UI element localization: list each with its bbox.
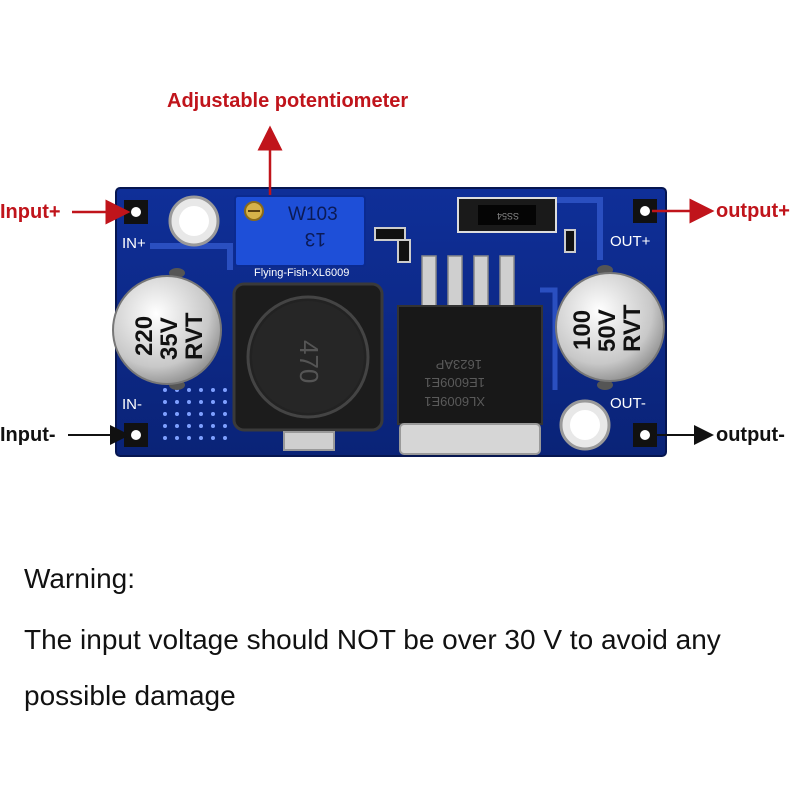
via-dot bbox=[199, 424, 203, 428]
cap-left-line2: 35V bbox=[156, 317, 183, 360]
warning-title: Warning: bbox=[24, 563, 136, 594]
product-photo: IN+ IN- OUT+ OUT- W103 13 Flying-Fish-XL… bbox=[0, 90, 790, 457]
via-dot bbox=[187, 388, 191, 392]
via-dot bbox=[211, 436, 215, 440]
via-dot bbox=[223, 412, 227, 416]
inductor-marking: 470 bbox=[294, 340, 324, 383]
capacitor-left: 220 35V RVT bbox=[112, 268, 222, 390]
label-output-plus: output+ bbox=[716, 200, 790, 222]
via-dot bbox=[163, 436, 167, 440]
diode: SS54 bbox=[457, 197, 557, 233]
silk-in-plus: IN+ bbox=[122, 235, 146, 252]
via-dot bbox=[199, 400, 203, 404]
label-input-plus: Input+ bbox=[0, 201, 61, 223]
pot-marking-bottom: 13 bbox=[305, 228, 326, 249]
label-input-minus: Input- bbox=[0, 424, 56, 446]
board-name: Flying-Fish-XL6009 bbox=[254, 267, 349, 279]
ic-marking-line2: 1E6009E1 bbox=[424, 375, 485, 390]
capacitor-right: 100 50V RVT bbox=[555, 265, 665, 390]
cap-right-line3: RVT bbox=[619, 304, 646, 352]
via-dot bbox=[199, 436, 203, 440]
diode-marking: SS54 bbox=[497, 211, 519, 221]
via-dot bbox=[211, 424, 215, 428]
cap-left-line3: RVT bbox=[181, 312, 208, 360]
via-dot bbox=[175, 412, 179, 416]
via-dot bbox=[211, 388, 215, 392]
pcb-trace bbox=[150, 243, 233, 270]
via-dot bbox=[211, 412, 215, 416]
via-dot bbox=[223, 388, 227, 392]
via-dot bbox=[199, 412, 203, 416]
smd-resistor bbox=[397, 239, 411, 263]
via-dot bbox=[175, 436, 179, 440]
smd-resistor bbox=[564, 229, 576, 253]
via-dot bbox=[187, 400, 191, 404]
via-dot bbox=[223, 400, 227, 404]
silk-out-minus: OUT- bbox=[610, 395, 646, 412]
pcb-trace bbox=[555, 197, 603, 260]
mounting-hole bbox=[559, 399, 611, 451]
via-dot bbox=[187, 412, 191, 416]
via-dot bbox=[199, 388, 203, 392]
via-dot bbox=[163, 388, 167, 392]
pcb-trace bbox=[540, 287, 558, 390]
ic-marking-line1: XL6009E1 bbox=[424, 394, 485, 409]
via-dot bbox=[175, 400, 179, 404]
pcb-illustration: IN+ IN- OUT+ OUT- W103 13 Flying-Fish-XL… bbox=[68, 125, 715, 457]
pot-marking-top: W103 bbox=[288, 204, 338, 225]
via-dot bbox=[175, 424, 179, 428]
warning-text: The input voltage should NOT be over 30 … bbox=[24, 624, 721, 711]
cap-right-line1: 100 bbox=[569, 310, 596, 350]
cap-left-line1: 220 bbox=[131, 316, 158, 356]
label-output-minus: output- bbox=[716, 424, 785, 446]
silk-in-minus: IN- bbox=[122, 396, 142, 413]
via-dot bbox=[211, 400, 215, 404]
smd-resistor bbox=[374, 227, 406, 241]
label-potentiometer: Adjustable potentiometer bbox=[167, 90, 409, 112]
potentiometer: W103 13 bbox=[234, 195, 366, 267]
via-dot bbox=[223, 424, 227, 428]
inductor: 470 bbox=[232, 282, 384, 451]
via-dot bbox=[163, 412, 167, 416]
via-dot bbox=[163, 400, 167, 404]
via-dot bbox=[163, 424, 167, 428]
via-dot bbox=[187, 424, 191, 428]
ic-marking-line3: 1623AP bbox=[436, 357, 482, 372]
mounting-hole bbox=[168, 195, 220, 247]
cap-right-line2: 50V bbox=[594, 309, 621, 352]
regulator-ic: XL6009E1 1E6009E1 1623AP bbox=[397, 255, 543, 455]
silk-out-plus: OUT+ bbox=[610, 233, 651, 250]
via-dot bbox=[223, 436, 227, 440]
via-grid bbox=[163, 388, 227, 440]
via-dot bbox=[187, 436, 191, 440]
